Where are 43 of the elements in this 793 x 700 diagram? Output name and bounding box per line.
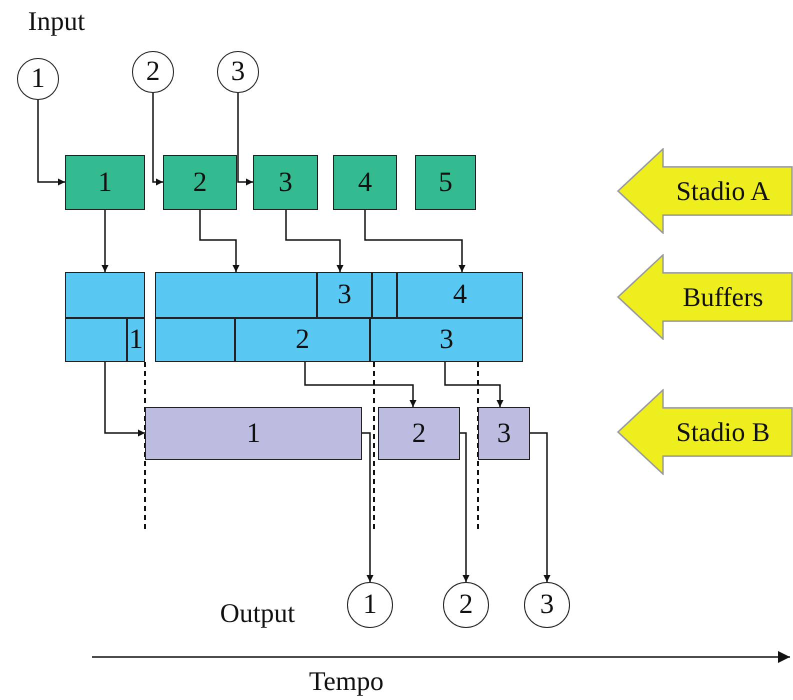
- buffer-cell: [65, 272, 145, 318]
- arrow: [37, 100, 65, 186]
- axis-label: Tempo: [309, 668, 384, 695]
- arrow: [460, 432, 470, 582]
- stage-box: 3: [253, 155, 318, 210]
- item-circle: 3: [524, 582, 570, 628]
- stage-box: 1: [65, 155, 145, 210]
- stage-box: 5: [415, 155, 476, 210]
- buffer-cell: [155, 318, 235, 362]
- arrow: [285, 210, 344, 272]
- block-arrow: Buffers: [617, 254, 793, 340]
- item-circle: 1: [17, 58, 59, 100]
- buffer-cell: 2: [235, 318, 370, 362]
- input-label: Input: [28, 8, 85, 35]
- buffer-cell: [155, 272, 317, 318]
- arrow: [444, 362, 504, 407]
- arrow: [364, 210, 466, 272]
- buffer-cell: [65, 318, 127, 362]
- stage-box: 2: [163, 155, 237, 210]
- arrow: [199, 210, 240, 272]
- arrow: [152, 93, 163, 186]
- item-circle: 2: [443, 582, 489, 628]
- output-label: Output: [220, 600, 296, 627]
- stage-box: 2: [378, 407, 460, 460]
- item-circle: 1: [347, 582, 393, 628]
- arrow: [237, 93, 253, 186]
- arrow: [102, 210, 108, 272]
- item-circle: 3: [217, 51, 259, 93]
- buffer-cell: 3: [370, 318, 523, 362]
- arrow: [104, 362, 145, 436]
- stage-box: 1: [145, 407, 362, 460]
- arrow: [362, 432, 374, 582]
- item-circle: 2: [132, 51, 174, 93]
- buffer-cell: [372, 272, 397, 318]
- buffer-cell: 1: [127, 318, 145, 362]
- stage-box: 3: [478, 407, 530, 460]
- arrow: [304, 362, 416, 407]
- block-arrow: Stadio A: [617, 148, 793, 234]
- stage-box: 4: [333, 155, 397, 210]
- buffer-cell: 3: [317, 272, 372, 318]
- arrow: [530, 432, 550, 582]
- block-arrow: Stadio B: [617, 389, 793, 475]
- buffer-cell: 4: [397, 272, 523, 318]
